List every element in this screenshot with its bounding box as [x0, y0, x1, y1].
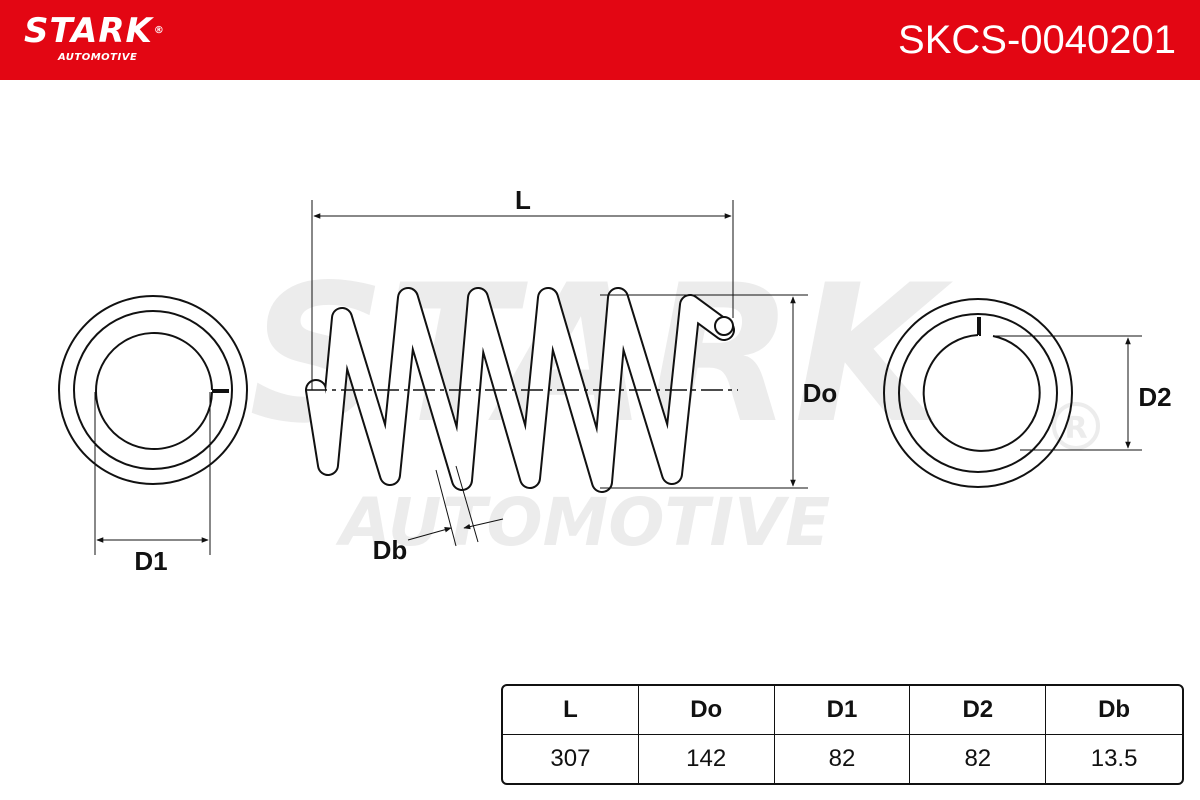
db-label: Db [373, 535, 408, 565]
value-l: 307 [503, 735, 639, 783]
d2-label: D2 [1138, 382, 1171, 412]
brand-name: STARK [24, 11, 153, 51]
col-header-l: L [503, 686, 639, 735]
col-header-d1: D1 [774, 686, 911, 735]
d2-dimension [994, 335, 1142, 451]
col-header-do: Do [638, 686, 775, 735]
do-dimension [600, 294, 808, 489]
value-d2: 82 [910, 735, 1047, 783]
d1-dimension [94, 392, 211, 555]
watermark-registered-letter: R [1064, 411, 1087, 446]
spec-table-value-row: 307 142 82 82 13.5 [503, 735, 1182, 783]
col-header-db: Db [1046, 686, 1182, 735]
spec-table-header-row: L Do D1 D2 Db [503, 686, 1182, 735]
l-label: L [515, 185, 531, 215]
value-do: 142 [639, 735, 775, 783]
watermark-automotive: AUTOMOTIVE [335, 484, 830, 561]
l-dimension [311, 200, 734, 390]
spring-diagram: STARK AUTOMOTIVE R D1 L Do [58, 185, 1172, 576]
header-bar: STARK® AUTOMOTIVE SKCS-0040201 [0, 0, 1200, 80]
db-dimension [407, 465, 504, 547]
spec-table: L Do D1 D2 Db 307 142 82 82 13.5 [501, 684, 1184, 785]
value-db: 13.5 [1090, 745, 1138, 772]
value-d1: 82 [775, 735, 911, 783]
spring-side-view [305, 287, 735, 493]
part-number: SKCS-0040201 [898, 18, 1176, 62]
watermark-registered-icon [1052, 402, 1100, 450]
brand-subtitle: AUTOMOTIVE [58, 52, 138, 63]
right-end-view [883, 298, 1073, 488]
col-header-d2: D2 [910, 686, 1047, 735]
d1-label: D1 [134, 546, 167, 576]
registered-icon: ® [153, 25, 165, 36]
brand-logo: STARK® [24, 14, 165, 48]
do-label: Do [803, 378, 838, 408]
left-end-view [58, 295, 248, 485]
